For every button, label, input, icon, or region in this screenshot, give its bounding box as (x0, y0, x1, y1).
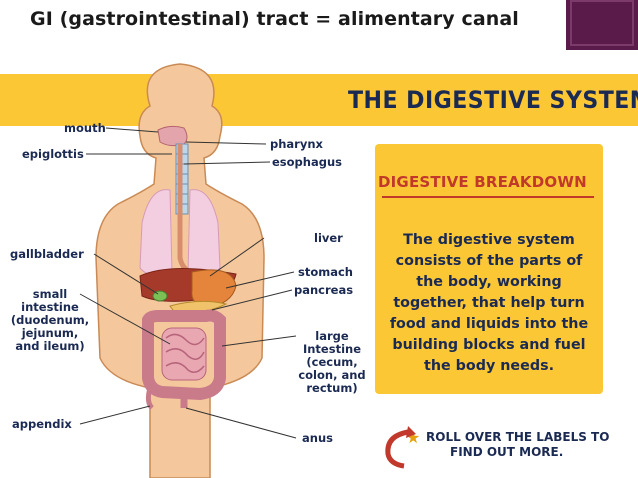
slide-title: GI (gastrointestinal) tract = alimentary… (30, 8, 519, 30)
label-pancreas[interactable]: pancreas (294, 283, 354, 297)
label-anus[interactable]: anus (302, 431, 333, 445)
small-intestine-line-3: (duodenum, (10, 313, 90, 327)
breakdown-divider (382, 196, 594, 198)
label-gallbladder[interactable]: gallbladder (10, 247, 84, 261)
label-esophagus[interactable]: esophagus (272, 155, 342, 169)
label-mouth[interactable]: mouth (64, 121, 106, 135)
large-intestine-line-4: colon, and (298, 368, 366, 382)
digestive-poster: THE DIGESTIVE SYSTEM (0, 58, 638, 478)
digestive-body-illustration (79, 63, 297, 478)
label-appendix[interactable]: appendix (12, 417, 72, 431)
poster-title: THE DIGESTIVE SYSTEM (348, 86, 638, 114)
large-intestine (142, 309, 226, 401)
small-intestine (161, 327, 207, 381)
stomach (191, 269, 237, 309)
label-large-intestine[interactable]: large Intestine (cecum, colon, and rectu… (296, 330, 368, 395)
mouth-cavity (157, 125, 188, 147)
large-intestine-line-3: (cecum, (306, 355, 358, 369)
roll-over-hint: ROLL OVER THE LABELS TO FIND OUT MORE. (426, 430, 609, 460)
leader-lines (79, 127, 297, 439)
title-band (0, 74, 638, 126)
breakdown-text: The digestive system consists of the par… (389, 232, 589, 374)
label-pharynx[interactable]: pharynx (270, 137, 323, 151)
roll-over-line-2: FIND OUT MORE. (450, 445, 564, 459)
small-intestine-line-2: intestine (21, 300, 79, 314)
label-liver[interactable]: liver (314, 231, 343, 245)
large-intestine-line-5: rectum) (306, 381, 358, 395)
small-intestine-line-5: and ileum) (15, 339, 85, 353)
small-intestine-line-4: jejunum, (21, 326, 79, 340)
roll-over-line-1: ROLL OVER THE LABELS TO (426, 430, 610, 444)
small-intestine-line-1: small (32, 287, 68, 301)
large-intestine-line-1: large (315, 329, 349, 343)
breakdown-heading: DIGESTIVE BREAKDOWN (378, 173, 587, 191)
corner-frame (570, 0, 634, 46)
curved-arrow-icon (385, 426, 416, 469)
large-intestine-line-2: Intestine (302, 342, 362, 356)
appendix (145, 387, 154, 410)
corner-decoration (566, 0, 638, 50)
label-small-intestine[interactable]: small intestine (duodenum, jejunum, and … (6, 288, 94, 353)
breakdown-panel (375, 144, 603, 394)
label-stomach[interactable]: stomach (298, 265, 353, 279)
label-epiglottis[interactable]: epiglottis (22, 147, 84, 161)
